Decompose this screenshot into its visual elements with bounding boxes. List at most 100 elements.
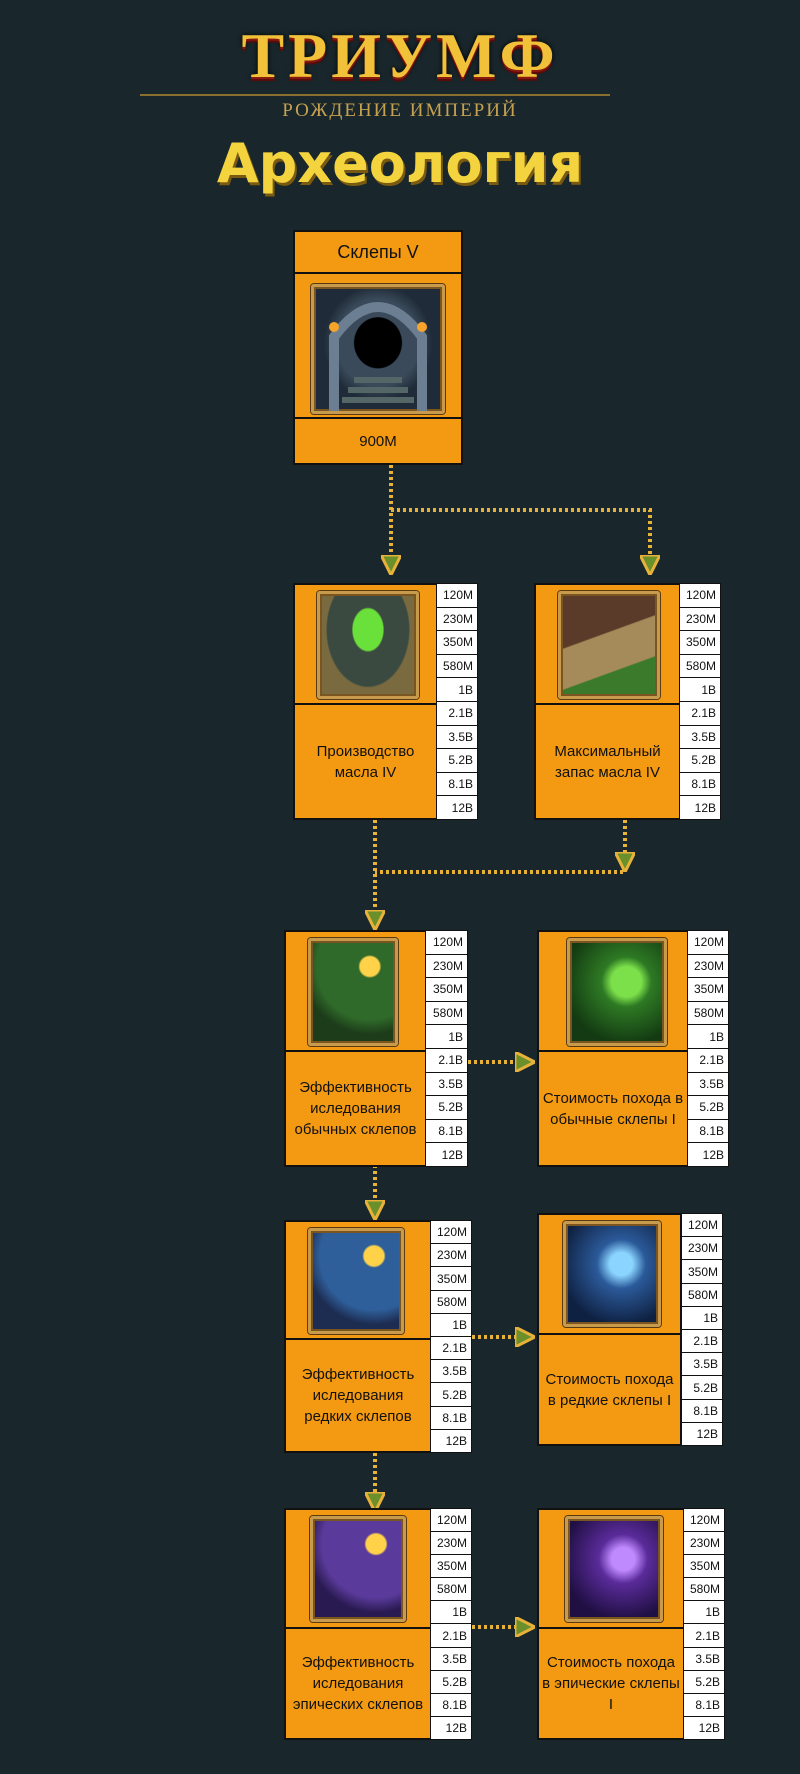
cost-cell: 8.1B [431, 1406, 471, 1430]
node-epic-crypt-efficiency[interactable]: Эффективность иследования эпических скле… [284, 1508, 472, 1740]
cost-cell: 230M [431, 1532, 471, 1556]
cost-cell: 1B [682, 1306, 722, 1331]
node-label: Стоимость похода в эпические склепы I [542, 1654, 680, 1713]
cost-cell: 580M [437, 654, 477, 679]
cost-cell: 120M [431, 1221, 471, 1245]
cost-cell: 230M [437, 607, 477, 632]
cost-cell: 5.2B [426, 1096, 467, 1120]
cost-cell: 1B [684, 1601, 724, 1625]
cost-cell: 120M [431, 1509, 471, 1533]
cost-cell: 120M [437, 584, 477, 608]
cost-cell: 5.2B [682, 1376, 722, 1400]
cost-cell: 12B [682, 1422, 722, 1446]
cost-cell: 1B [437, 678, 477, 702]
cost-cell: 230M [688, 954, 728, 979]
cost-cell: 350M [431, 1555, 471, 1579]
green-potion-icon [567, 938, 667, 1046]
cost-cell: 350M [684, 1555, 724, 1579]
cost-cell: 3.5B [437, 725, 477, 750]
cost-cell: 120M [426, 931, 467, 955]
cost-cell: 3.5B [684, 1647, 724, 1671]
cost-cell: 1B [426, 1025, 467, 1049]
root-node-title: Склепы V [295, 232, 461, 274]
cost-cell: 3.5B [688, 1072, 728, 1097]
cost-cell: 8.1B [437, 772, 477, 797]
logo-divider [140, 94, 610, 96]
root-node-cost: 900M [295, 417, 461, 463]
cost-cell: 2.1B [426, 1048, 467, 1073]
purple-potion-icon [565, 1516, 663, 1622]
cost-cell: 230M [682, 1237, 722, 1261]
node-oil-production[interactable]: Производство масла IV 120M 230M 350M 580… [293, 583, 478, 820]
cost-cell: 3.5B [682, 1353, 722, 1377]
cauldron-icon [317, 591, 419, 699]
cost-cell: 2.1B [437, 701, 477, 726]
cost-cell: 1B [431, 1601, 471, 1625]
node-label: Эффективность иследования редких склепов [301, 1366, 415, 1425]
cost-cell: 3.5B [431, 1360, 471, 1384]
cost-cell: 120M [688, 931, 728, 955]
cost-cell: 5.2B [431, 1383, 471, 1407]
cost-cell: 1B [680, 678, 720, 702]
cost-cell: 230M [684, 1532, 724, 1556]
oil-crates-icon [558, 591, 660, 699]
blue-potion-icon [563, 1221, 661, 1327]
cost-cell: 350M [688, 978, 728, 1002]
node-label: Стоимость похода в редкие склепы I [545, 1370, 674, 1409]
torch-man-purple-icon [310, 1516, 406, 1622]
cost-cell: 12B [426, 1143, 467, 1166]
cost-cell: 12B [680, 796, 720, 819]
cost-cell: 580M [684, 1578, 724, 1602]
cost-cell: 8.1B [682, 1399, 722, 1423]
node-rare-crypt-cost[interactable]: Стоимость похода в редкие склепы I 120M … [537, 1213, 723, 1446]
cost-cell: 2.1B [688, 1048, 728, 1073]
node-label: Максимальный запас масла IV [554, 742, 661, 781]
cost-cell: 8.1B [684, 1693, 724, 1717]
cost-cell: 8.1B [688, 1119, 728, 1144]
node-label: Эффективность иследования эпических скле… [292, 1654, 424, 1713]
cost-cell: 5.2B [688, 1096, 728, 1120]
cost-cell: 580M [431, 1290, 471, 1314]
node-common-crypt-efficiency[interactable]: Эффективность иследования обычных склепо… [284, 930, 468, 1167]
cost-cell: 350M [682, 1260, 722, 1284]
cost-cell: 8.1B [426, 1119, 467, 1144]
cost-cell: 230M [680, 607, 720, 632]
root-node-crypts-v[interactable]: Склепы V 900M [293, 230, 463, 465]
cost-cell: 2.1B [680, 701, 720, 726]
cost-cell: 5.2B [431, 1670, 471, 1694]
cost-cell: 3.5B [426, 1072, 467, 1097]
node-max-oil-storage[interactable]: Максимальный запас масла IV 120M 230M 35… [534, 583, 721, 820]
node-rare-crypt-efficiency[interactable]: Эффективность иследования редких склепов… [284, 1220, 472, 1453]
torch-man-blue-icon [308, 1228, 404, 1334]
cost-cell: 580M [682, 1283, 722, 1307]
node-label: Стоимость похода в обычные склепы I [542, 1089, 684, 1128]
node-epic-crypt-cost[interactable]: Стоимость похода в эпические склепы I 12… [537, 1508, 725, 1740]
cost-cell: 580M [680, 654, 720, 679]
node-common-crypt-cost[interactable]: Стоимость похода в обычные склепы I 120M… [537, 930, 729, 1167]
cost-cell: 2.1B [431, 1624, 471, 1648]
cost-cell: 2.1B [431, 1337, 471, 1361]
cost-cell: 5.2B [684, 1670, 724, 1694]
cost-cell: 2.1B [682, 1330, 722, 1354]
game-logo-subtitle: РОЖДЕНИЕ ИМПЕРИЙ [282, 100, 518, 121]
cost-cell: 120M [680, 584, 720, 608]
torch-man-green-icon [308, 938, 398, 1046]
cost-cell: 8.1B [431, 1693, 471, 1717]
cost-cell: 5.2B [680, 749, 720, 773]
cost-cell: 12B [431, 1716, 471, 1739]
cost-cell: 12B [688, 1143, 728, 1166]
cost-cell: 350M [431, 1267, 471, 1291]
cost-cell: 580M [426, 1001, 467, 1026]
cost-cell: 350M [680, 631, 720, 655]
cost-cell: 1B [431, 1313, 471, 1338]
cost-cell: 580M [431, 1578, 471, 1602]
cost-cell: 3.5B [431, 1647, 471, 1671]
cost-cell: 350M [437, 631, 477, 655]
cost-cell: 230M [431, 1244, 471, 1268]
cost-cell: 12B [684, 1716, 724, 1739]
cost-cell: 12B [431, 1429, 471, 1453]
crypt-icon [311, 284, 445, 414]
node-label: Производство масла IV [316, 742, 415, 781]
cost-cell: 5.2B [437, 749, 477, 773]
